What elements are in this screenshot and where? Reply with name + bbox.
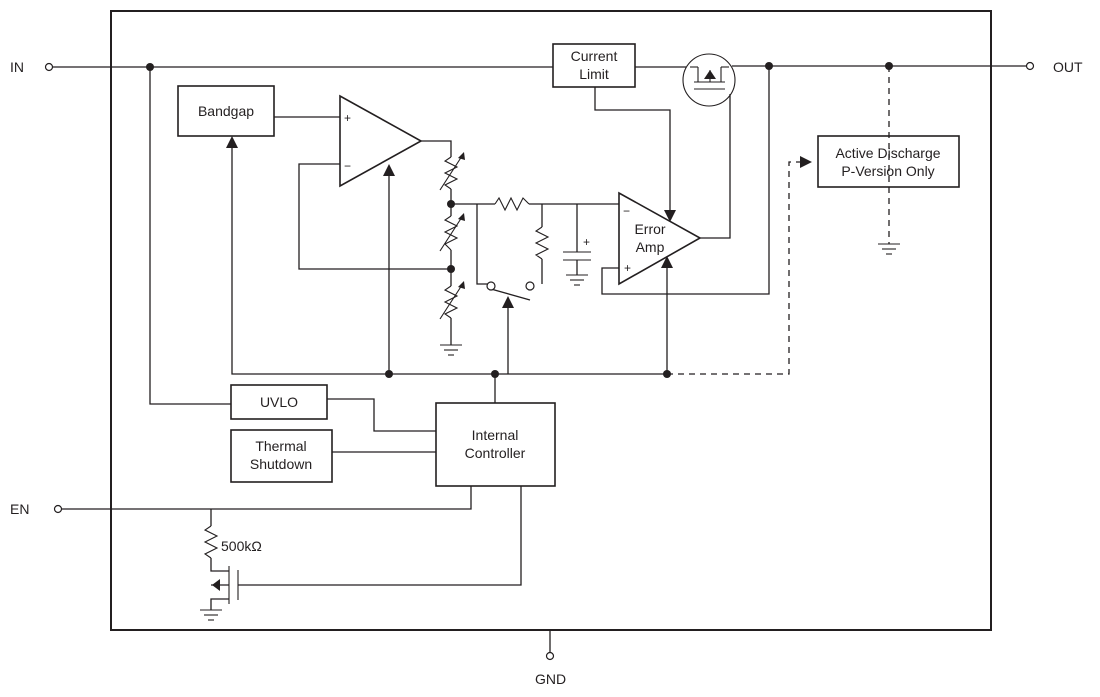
pin-in: IN — [10, 59, 54, 75]
in-terminal — [44, 62, 54, 72]
feedback-resistors — [439, 152, 550, 320]
out-terminal — [1025, 61, 1035, 71]
thermal-shutdown-label-1: Thermal — [255, 438, 306, 454]
ref-amp-minus: − — [344, 159, 351, 173]
device-boundary — [110, 10, 992, 631]
junction-dots — [146, 62, 893, 378]
uvlo-block: UVLO — [230, 384, 328, 420]
pin-en: EN — [10, 501, 63, 517]
power-path-wires — [53, 65, 1026, 652]
thermal-shutdown-block: Thermal Shutdown — [230, 429, 333, 483]
pulldown-resistor: 500kΩ — [203, 525, 262, 559]
bandgap-block: Bandgap — [177, 85, 275, 137]
error-amplifier: − + Error Amp — [618, 191, 702, 286]
signal-wires — [62, 66, 890, 610]
error-amp-label-1: Error — [634, 221, 665, 237]
reference-switch — [486, 281, 535, 308]
error-amp-label-2: Amp — [636, 239, 665, 255]
pulldown-resistor-label: 500kΩ — [221, 538, 262, 554]
current-limit-label-2: Limit — [579, 66, 609, 82]
capacitor-plus: + — [583, 235, 590, 249]
internal-controller-label-2: Controller — [465, 445, 526, 461]
error-amp-plus: + — [624, 261, 631, 275]
bandgap-label: Bandgap — [198, 103, 254, 119]
active-discharge-label-2: P-Version Only — [841, 163, 934, 179]
internal-controller-label-1: Internal — [472, 427, 519, 443]
error-amp-minus: − — [623, 204, 630, 218]
filter-capacitor: + — [563, 235, 591, 261]
signal-arrows — [226, 136, 812, 268]
en-terminal — [53, 504, 63, 514]
pulldown-mosfet — [212, 566, 239, 604]
pin-out: OUT — [1025, 59, 1083, 75]
current-limit-block: Current Limit — [552, 43, 636, 88]
internal-controller-block: Internal Controller — [435, 402, 556, 487]
pin-out-label: OUT — [1053, 59, 1083, 75]
pin-gnd: GND — [535, 651, 566, 687]
pass-mosfet — [682, 53, 736, 107]
thermal-shutdown-label-2: Shutdown — [250, 456, 312, 472]
pin-gnd-label: GND — [535, 671, 566, 687]
ref-amp-plus: + — [344, 111, 351, 125]
gnd-terminal — [545, 651, 555, 661]
uvlo-label: UVLO — [260, 394, 298, 410]
reference-amplifier: + − — [339, 94, 423, 188]
active-discharge-label-1: Active Discharge — [835, 145, 940, 161]
pin-en-label: EN — [10, 501, 29, 517]
current-limit-label-1: Current — [571, 48, 618, 64]
pin-in-label: IN — [10, 59, 24, 75]
